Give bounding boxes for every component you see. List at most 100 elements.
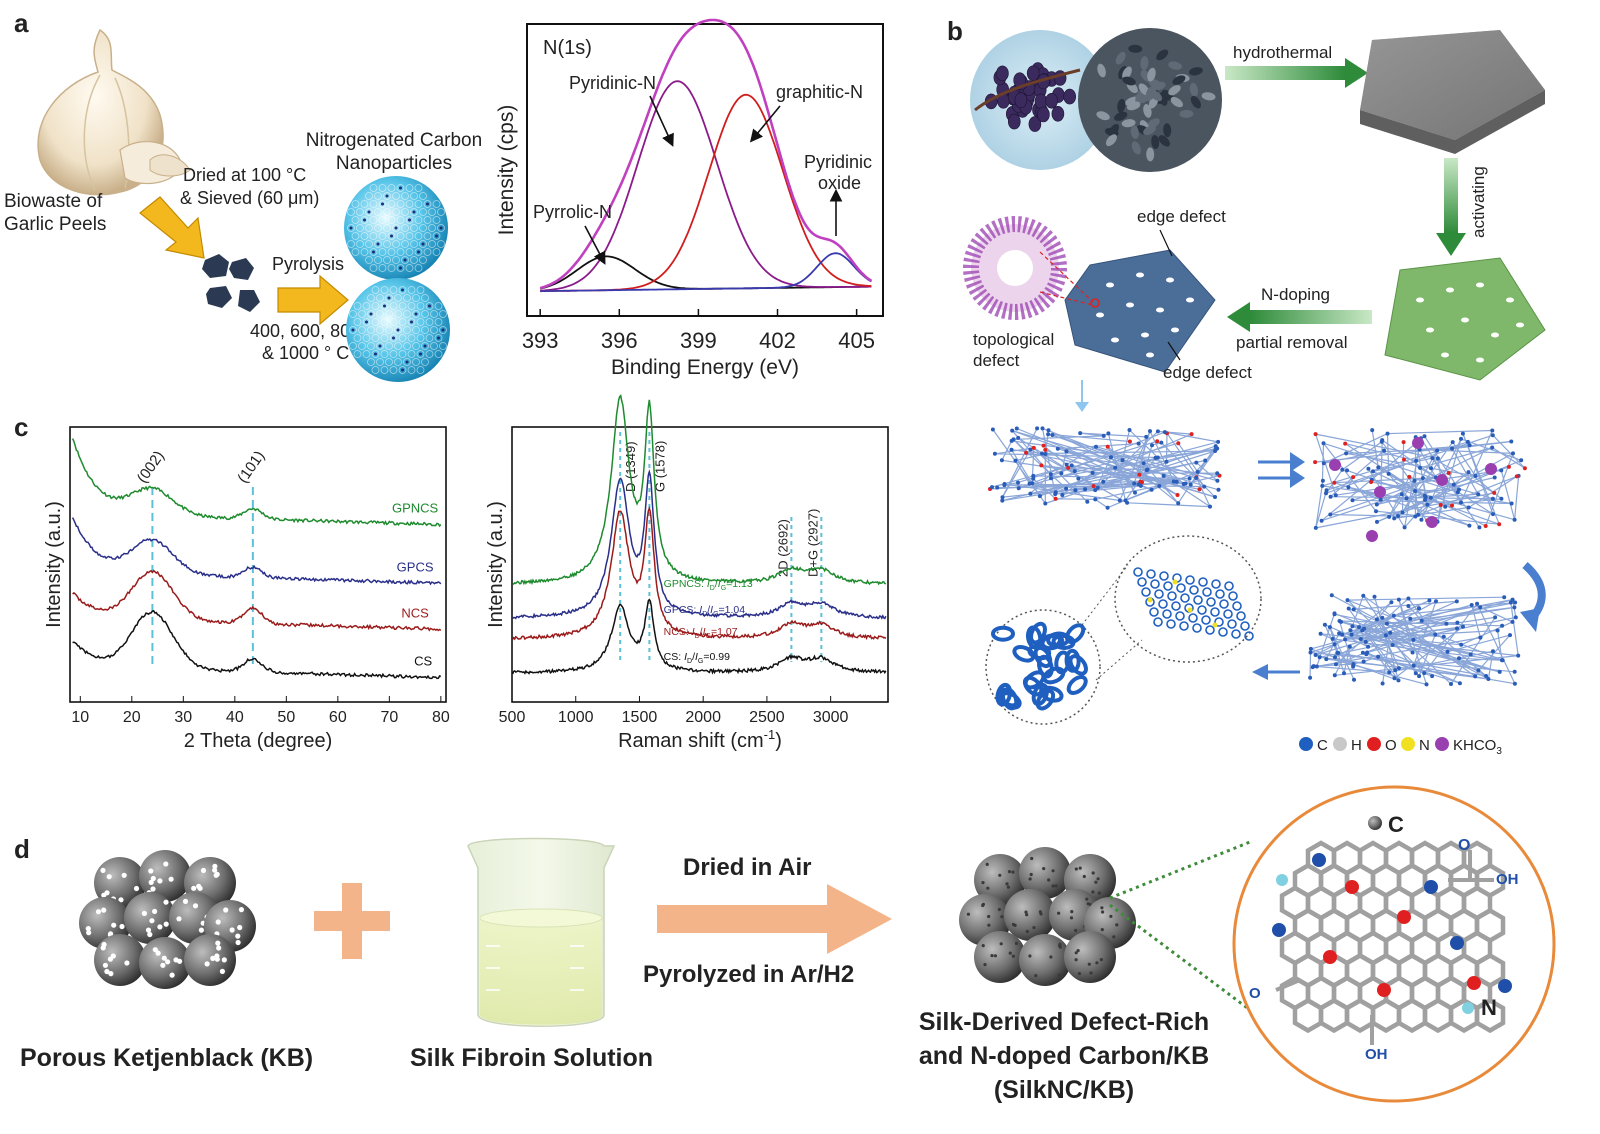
berry [1007,113,1021,130]
atom [1363,639,1368,644]
atom [1366,644,1371,649]
bond [1334,482,1470,527]
molecular-network-2 [1313,428,1527,542]
pore-dot [124,960,130,966]
seed [1189,67,1203,76]
raman-reference-label: 2D (2692) [775,519,790,577]
n-dot [399,186,402,190]
n-dot [378,344,382,348]
n-atom [1212,622,1218,628]
process-arrow-icon [657,884,892,954]
atom [1159,440,1164,445]
n-dot [412,210,416,214]
hex-cell [412,342,420,350]
atom [1155,429,1160,434]
powder-particles-icon [202,254,260,312]
xps-xtick-label: 393 [522,328,559,353]
pore-dot [102,962,108,968]
atom [1350,624,1355,629]
bond [1460,430,1493,503]
bond [1055,498,1096,500]
atom [1396,514,1400,518]
atom [1417,674,1422,679]
pore-dot [148,868,154,874]
bond [1401,450,1438,513]
atom [1514,474,1519,479]
bond [1404,497,1432,528]
atom [1401,440,1406,445]
sheet-hole [1516,322,1524,328]
atom [1213,447,1218,452]
seed [1117,98,1126,113]
atom [1516,653,1521,658]
bond [1436,504,1442,522]
hex-cell [383,224,391,232]
pore-dot [152,908,158,915]
bond [1394,626,1464,679]
atom [1216,439,1221,444]
pore-dot [1006,885,1011,889]
atom [1467,523,1472,528]
hex-cell [414,264,423,272]
graphene-ring [1232,601,1242,611]
n-dot [376,242,380,246]
atom [1085,499,1090,504]
light-blue-down-arrow-head [1075,402,1089,412]
legend-swatch [1299,737,1313,751]
bond [1029,483,1056,493]
hex-cell [396,216,405,224]
hex-cell [401,256,409,264]
graphene-ring [1179,621,1189,631]
hex-cell [428,208,436,216]
n-dot [435,234,438,238]
activating-arrow-head [1436,233,1466,256]
pore-dot [981,903,985,908]
defect-atom [1345,880,1359,894]
atom [1155,455,1160,460]
atom [1512,669,1517,674]
hex-cell [347,208,355,216]
atom [1320,483,1325,488]
hex-cell [403,326,411,334]
hex-cell [358,342,366,350]
atom [1419,517,1424,522]
foam-strut [1042,666,1066,685]
hex-cell [356,224,364,232]
atom [1105,444,1110,449]
hex-cell [367,342,375,350]
xps-peak-pyridinic-oxide [540,252,872,293]
bond [1330,496,1493,500]
atom [1468,652,1473,657]
n-dot [426,202,429,206]
hex-cell [407,350,416,358]
atom [1194,460,1199,465]
hex-cell [430,342,438,350]
n-dot [394,226,398,230]
xrd-xtick-label: 70 [380,709,398,726]
hex-cell [421,326,429,334]
bond [1492,434,1526,469]
bond [1195,477,1211,507]
hex-cell [376,326,384,334]
pore-dot [998,873,1002,877]
pore-dot [161,955,167,961]
pore-dot [1008,951,1012,955]
seed [1161,89,1174,101]
bond [1347,596,1505,601]
bond [1338,620,1354,667]
atom [1157,484,1162,488]
atom [1039,463,1044,468]
bond [1436,438,1462,522]
bond [1372,457,1433,472]
atom [1009,447,1014,452]
pore-dot [993,954,998,958]
atom [1327,625,1332,630]
bond [1491,446,1526,469]
atom [1454,599,1459,604]
pore-dot [101,907,107,913]
pore-dot [168,876,174,882]
foam-strut [1068,654,1088,676]
